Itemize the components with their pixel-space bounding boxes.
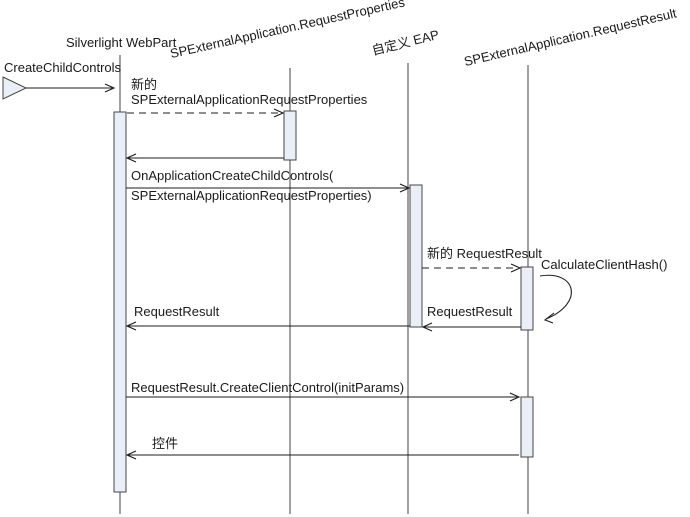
- message-label-new-requestproperties-line1: 新的: [131, 77, 158, 92]
- activation-bar-requestresult-1: [520, 266, 534, 331]
- activation-bar-requestproperties: [283, 110, 297, 161]
- message-label-createchildcontrols: CreateChildControls: [4, 60, 122, 75]
- found-message-triangle: [2, 76, 28, 100]
- message-arrow-return-properties: [125, 153, 284, 163]
- message-arrow-requestresult-right: [421, 322, 521, 332]
- activation-bar-requestresult-2: [520, 396, 534, 458]
- message-label-requestresult-right: RequestResult: [427, 304, 513, 319]
- activation-bar-custom-eap: [409, 184, 423, 328]
- message-label-onapplicationcreatechildcontrols-line2: SPExternalApplicationRequestProperties): [131, 188, 372, 203]
- message-label-new-requestproperties-line2: SPExternalApplicationRequestProperties: [131, 92, 368, 107]
- message-arrow-control-return: [125, 450, 519, 460]
- message-label-calculateclienthash: CalculateClientHash(): [541, 257, 668, 272]
- lifeline-label-silverlight-webpart: Silverlight WebPart: [66, 35, 177, 50]
- message-label-new-requestresult: 新的 RequestResult: [427, 246, 542, 261]
- message-arrow-requestresult-left: [125, 321, 410, 331]
- self-message-curve-calculateclienthash: [539, 274, 572, 324]
- message-label-control: 控件: [152, 436, 179, 451]
- message-arrow-new-requestproperties: [127, 108, 285, 118]
- message-arrow-createchildcontrols: [26, 83, 116, 93]
- message-label-requestresult-left: RequestResult: [134, 304, 220, 319]
- message-label-onapplicationcreatechildcontrols-line1: OnApplicationCreateChildControls(: [131, 168, 334, 183]
- message-arrow-onapplicationcreatechildcontrols: [126, 183, 411, 193]
- message-arrow-createclientcontrol: [126, 392, 521, 402]
- message-label-createclientcontrol: RequestResult.CreateClientControl(initPa…: [131, 380, 405, 395]
- activation-bar-webpart: [113, 111, 127, 493]
- message-arrow-new-requestresult: [422, 263, 522, 273]
